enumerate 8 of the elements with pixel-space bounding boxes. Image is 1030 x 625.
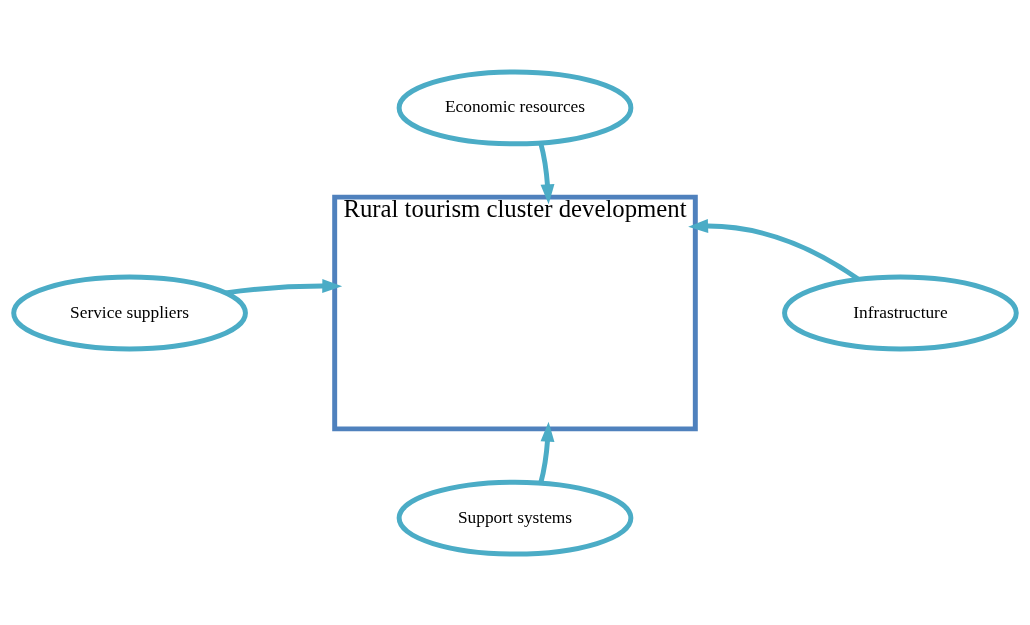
node-box: Rural tourism cluster development <box>332 194 698 431</box>
arrow <box>688 218 860 281</box>
node-ellipse: Economic resources <box>396 68 634 146</box>
arrow <box>538 421 555 484</box>
node-ellipse: Infrastructure <box>782 274 1019 351</box>
node-ellipse: Support systems <box>396 479 634 556</box>
node-ellipse: Service suppliers <box>11 274 248 351</box>
arrow <box>225 278 343 295</box>
